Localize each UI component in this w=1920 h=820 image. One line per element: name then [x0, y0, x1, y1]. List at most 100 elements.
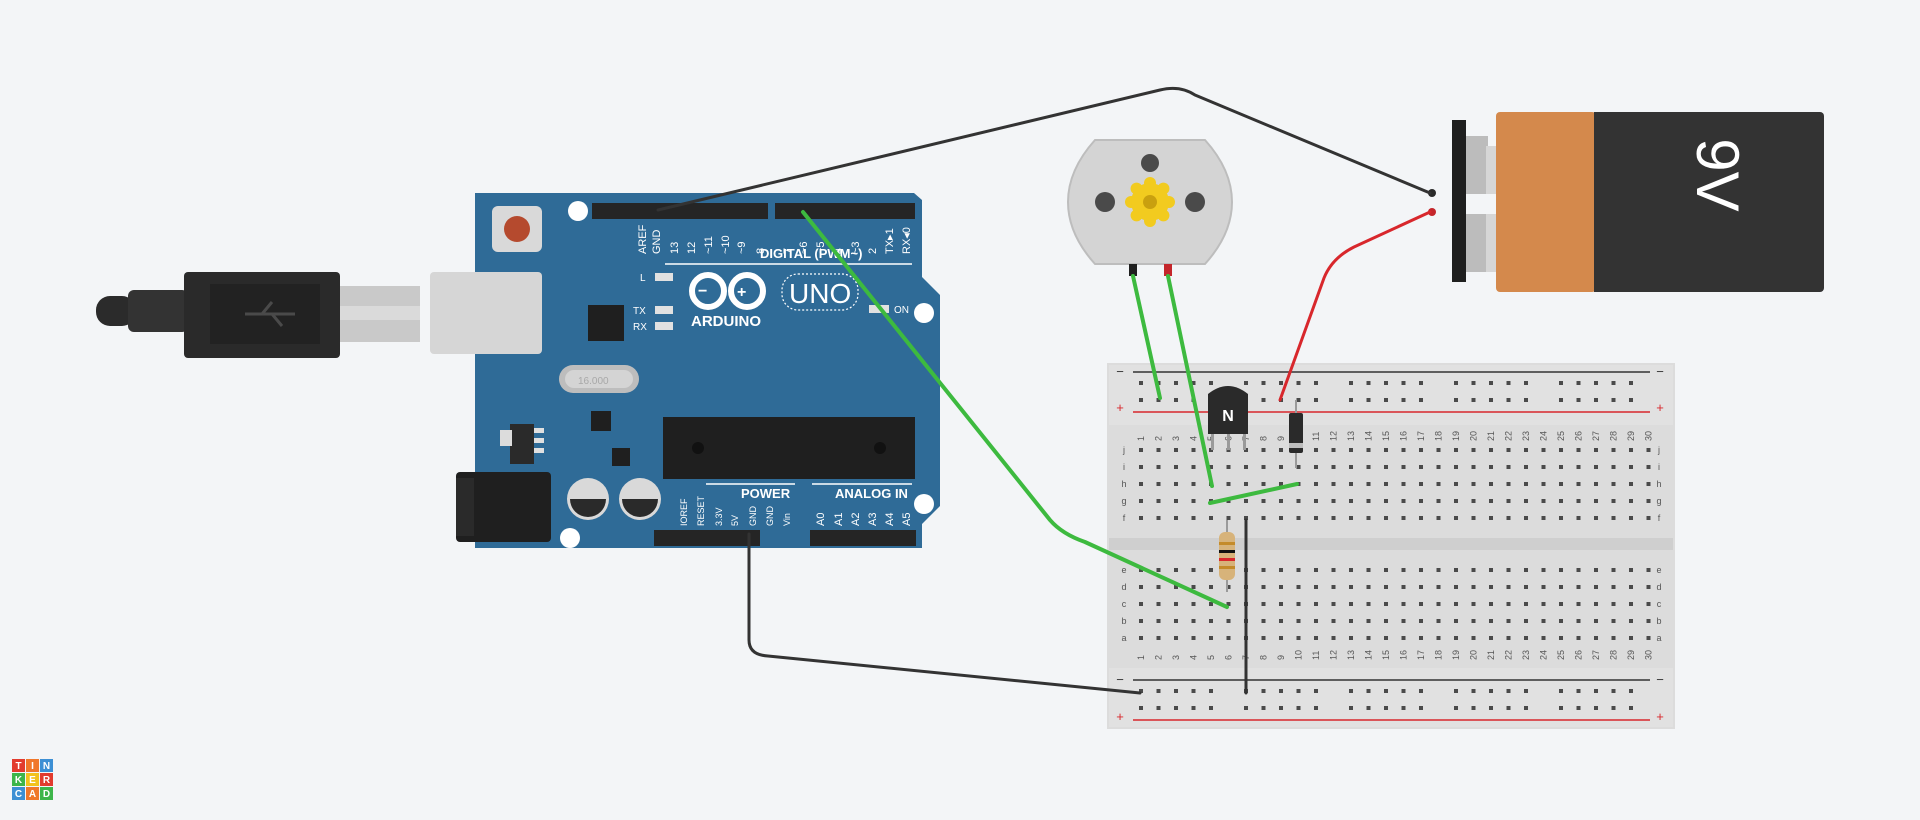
- mount-hole: [568, 201, 588, 221]
- column-label: 25: [1556, 431, 1566, 441]
- motor-terminal-red[interactable]: [1164, 264, 1172, 276]
- wire-motor-black-to-rail[interactable]: [1131, 274, 1162, 400]
- wire-gnd-to-battery-negative[interactable]: [656, 86, 1432, 212]
- battery-terminal-negative[interactable]: [1428, 189, 1436, 197]
- column-label: 13: [1346, 431, 1356, 441]
- analog-in-label: ANALOG IN: [835, 486, 908, 501]
- column-label: 13: [1346, 650, 1356, 660]
- header-pin-label: ~10: [720, 235, 732, 254]
- npn-transistor[interactable]: N: [1208, 386, 1248, 450]
- usb-b-jack: [430, 272, 542, 354]
- dc-motor[interactable]: [1066, 139, 1234, 276]
- header-pin-label: 8: [755, 248, 767, 254]
- power-pin-label: IOREF: [679, 498, 689, 526]
- breadboard[interactable]: −−++−−++11223344556677889910101111121213…: [1107, 363, 1675, 729]
- header-pin-label: 13: [669, 242, 681, 254]
- analog-pin-label: A4: [884, 513, 896, 526]
- usb-cable[interactable]: [96, 272, 420, 358]
- header-pin-label: 7: [782, 248, 794, 254]
- column-label: 8: [1259, 436, 1269, 441]
- header-pin-label: 12: [686, 242, 698, 254]
- column-label: 4: [1189, 655, 1199, 660]
- logo-letter: C: [15, 789, 22, 800]
- column-label: 16: [1399, 650, 1409, 660]
- column-label: 21: [1486, 650, 1496, 660]
- battery-9v[interactable]: 9V: [1428, 112, 1824, 292]
- arduino-brand: ARDUINO: [691, 313, 761, 330]
- digital-label: DIGITAL (PWM~): [760, 246, 862, 261]
- led-l: [655, 273, 673, 281]
- logo-letter: T: [15, 761, 21, 772]
- column-label: 6: [1224, 655, 1234, 660]
- transistor-smd: [612, 448, 630, 466]
- column-label: 30: [1644, 650, 1654, 660]
- gear-icon: [1125, 177, 1175, 227]
- row-label: g: [1656, 496, 1661, 506]
- transistor-label: N: [1222, 408, 1234, 425]
- header-pin-label: 2: [867, 248, 879, 254]
- wire-pin6-to-resistor[interactable]: [801, 210, 1229, 609]
- column-label: 17: [1416, 431, 1426, 441]
- row-label: j: [1122, 445, 1125, 455]
- analog-pin-label: A5: [901, 513, 913, 526]
- rail-minus-label: −: [1656, 672, 1664, 687]
- led-tx: [655, 306, 673, 314]
- column-label: 27: [1591, 650, 1601, 660]
- header-power[interactable]: [654, 530, 760, 546]
- battery-label: 9V: [1684, 138, 1751, 211]
- usb-chip: [588, 305, 624, 341]
- row-label: i: [1658, 462, 1660, 472]
- column-label: 12: [1329, 650, 1339, 660]
- rail-minus-label: −: [1116, 364, 1124, 379]
- diode[interactable]: [1289, 400, 1303, 468]
- battery-terminal-positive[interactable]: [1428, 208, 1436, 216]
- column-label: 3: [1171, 655, 1181, 660]
- column-label: 17: [1416, 650, 1426, 660]
- header-pin-label: 4: [833, 248, 845, 254]
- led-rx: [655, 322, 673, 330]
- column-label: 18: [1434, 650, 1444, 660]
- column-label: 24: [1539, 431, 1549, 441]
- row-label: a: [1121, 633, 1126, 643]
- column-label: 28: [1609, 650, 1619, 660]
- rail-plus-label: +: [1656, 709, 1664, 724]
- wires[interactable]: [656, 86, 1432, 695]
- row-label: f: [1658, 513, 1661, 523]
- row-label: i: [1123, 462, 1125, 472]
- small-chip: [591, 411, 611, 431]
- header-digital-high[interactable]: [592, 203, 768, 219]
- power-pin-label: Vin: [782, 513, 792, 526]
- column-label: 15: [1381, 650, 1391, 660]
- header-digital-low[interactable]: [775, 203, 915, 219]
- row-label: c: [1657, 599, 1662, 609]
- column-label: 5: [1206, 655, 1216, 660]
- breadboard-labels: −−++−−++11223344556677889910101111121213…: [1116, 364, 1664, 724]
- column-label: 9: [1276, 655, 1286, 660]
- wire-motor-red-to-transistor[interactable]: [1166, 274, 1214, 488]
- logo-letter: D: [43, 789, 50, 800]
- row-label: b: [1121, 616, 1126, 626]
- rail-minus-label: −: [1656, 364, 1664, 379]
- logo-letter: A: [29, 789, 36, 800]
- column-label: 26: [1574, 431, 1584, 441]
- power-pin-label: 3.3V: [714, 507, 724, 526]
- uno-label: UNO: [789, 278, 851, 309]
- wire-transistor-to-diode[interactable]: [1208, 482, 1299, 505]
- wire-battery-positive-to-diode[interactable]: [1278, 210, 1432, 402]
- motor-terminal-black[interactable]: [1129, 264, 1137, 276]
- column-label: 20: [1469, 650, 1479, 660]
- atmega-chip: [663, 417, 915, 479]
- column-label: 9: [1276, 436, 1286, 441]
- resistor[interactable]: [1219, 520, 1235, 592]
- header-analog[interactable]: [810, 530, 916, 546]
- header-pin-label: RX◂0: [901, 227, 913, 254]
- logo-minus-glyph: −: [698, 283, 707, 300]
- row-label: h: [1656, 479, 1661, 489]
- column-label: 23: [1521, 431, 1531, 441]
- column-label: 22: [1504, 431, 1514, 441]
- row-label: j: [1657, 445, 1660, 455]
- wire-arduino-gnd-to-rail[interactable]: [747, 532, 1142, 695]
